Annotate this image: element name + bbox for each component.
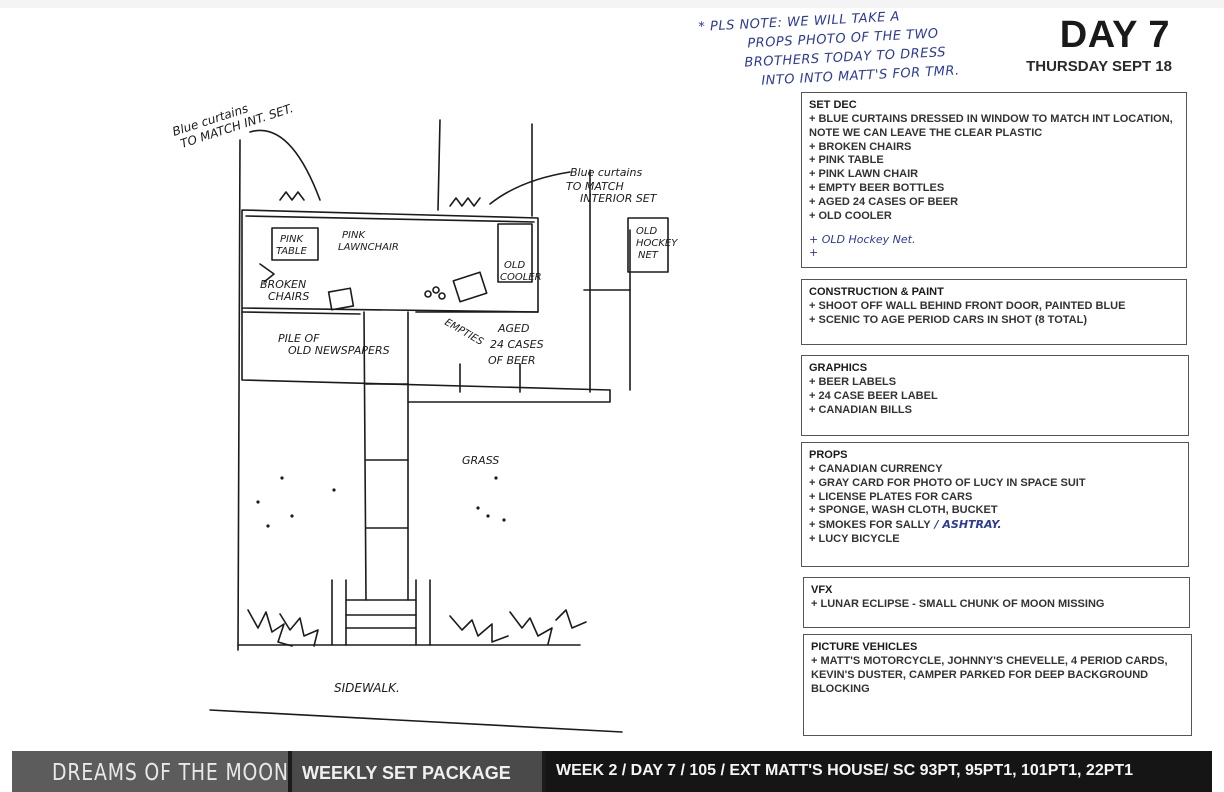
label-sidewalk: SIDEWALK.	[334, 681, 400, 695]
list-item: + LUNAR ECLIPSE - SMALL CHUNK OF MOON MI…	[811, 598, 1105, 610]
beer-cases-shape	[452, 271, 488, 303]
label-grass: GRASS	[462, 454, 499, 467]
list-item: + MATT'S MOTORCYCLE, JOHNNY'S CHEVELLE, …	[811, 655, 1168, 667]
list-item: + SPONGE, WASH CLOTH, BUCKET	[809, 504, 998, 517]
sidewalk-line	[209, 709, 623, 733]
footer-show-title: DREAMS OF THE MOON	[52, 760, 289, 786]
label-aged-cases-1: AGED	[497, 322, 529, 335]
label-old-cooler-2: COOLER	[500, 272, 542, 283]
day-title: DAY 7	[1059, 14, 1170, 56]
label-old-hockey-net-3: NET	[638, 250, 659, 261]
curtain-right	[449, 197, 481, 207]
day-date: THURSDAY SEPT 18	[1026, 58, 1172, 75]
list-item: + BLUE CURTAINS DRESSED IN WINDOW TO MAT…	[809, 113, 1173, 125]
section-picture-vehicles: PICTURE VEHICLES + MATT'S MOTORCYCLE, JO…	[803, 634, 1192, 736]
pink-table-shape	[271, 227, 319, 261]
section-props: PROPS + CANADIAN CURRENCY + GRAY CARD FO…	[801, 442, 1189, 567]
footer-show-title-block: DREAMS OF THE MOON	[12, 751, 288, 792]
porch-outline	[241, 307, 611, 391]
footer-bar: DREAMS OF THE MOON WEEKLY SET PACKAGE WE…	[12, 751, 1212, 792]
list-item: + PINK TABLE	[809, 154, 884, 167]
left-property-line	[237, 139, 241, 651]
curtain-left	[279, 191, 305, 201]
bush-right-2	[509, 611, 553, 645]
label-aged-cases-3: OF BEER	[488, 354, 536, 367]
list-item: + EMPTY BEER BOTTLES	[809, 181, 945, 194]
list-item: + LUCY BICYCLE	[809, 532, 900, 545]
walkway-left	[363, 311, 367, 601]
label-pink-lawnchair-1: PINK	[342, 230, 366, 241]
footer-scene-block: WEEK 2 / DAY 7 / 105 / EXT MATT'S HOUSE/…	[546, 751, 1212, 792]
grass-dots	[256, 476, 506, 528]
sketch-drawing: Blue curtains TO MATCH INT. SET. Blue cu…	[171, 101, 678, 733]
handwritten-item: +	[809, 246, 819, 260]
list-item: + SHOOT OFF WALL BEHIND FRONT DOOR, PAIN…	[809, 300, 1126, 312]
section-title: SET DEC	[809, 99, 857, 111]
list-item: NOTE WE CAN LEAVE THE CLEAR PLASTIC	[809, 126, 1043, 139]
label-blue-curtains-right-3: INTERIOR SET	[580, 192, 658, 205]
old-hockey-net-shape	[627, 217, 669, 273]
broken-chair-shape	[259, 263, 275, 283]
list-item: + CANADIAN CURRENCY	[809, 463, 943, 475]
page-top-edge	[0, 0, 1224, 8]
handwritten-ashtray: / ASHTRAY.	[934, 518, 1002, 532]
label-pink-table-1: PINK	[280, 234, 304, 245]
newspaper-pile-shape	[327, 287, 355, 311]
section-title: CONSTRUCTION & PAINT	[809, 286, 944, 298]
section-title: VFX	[811, 584, 833, 596]
label-old-hockey-net-1: OLD	[636, 226, 657, 237]
label-empties: EMPTIES	[443, 317, 486, 348]
section-vfx: VFX + LUNAR ECLIPSE - SMALL CHUNK OF MOO…	[803, 577, 1190, 628]
list-item: + BROKEN CHAIRS	[809, 140, 912, 153]
list-item: KEVIN'S DUSTER, CAMPER PARKED FOR DEEP B…	[811, 668, 1149, 681]
handwritten-note: * PLS NOTE: WE WILL TAKE A PROPS PHOTO O…	[698, 1, 1032, 94]
bush-right-1	[449, 615, 509, 643]
set-plan-sketch: Blue curtains TO MATCH INT. SET. Blue cu…	[160, 80, 690, 740]
list-item: + PINK LAWN CHAIR	[809, 168, 919, 181]
section-title: PICTURE VEHICLES	[811, 641, 918, 653]
footer-package-block: WEEKLY SET PACKAGE	[292, 751, 542, 792]
label-pink-lawnchair-2: LAWNCHAIR	[338, 242, 399, 253]
list-item: + LICENSE PLATES FOR CARS	[809, 490, 973, 503]
label-aged-cases-2: 24 CASES	[490, 338, 544, 351]
label-old-hockey-net-2: HOCKEY	[636, 238, 678, 249]
old-cooler-shape	[497, 223, 533, 283]
list-item: + SCENIC TO AGE PERIOD CARS IN SHOT (8 T…	[809, 313, 1087, 326]
label-pink-table-2: TABLE	[276, 246, 307, 257]
list-item: + GRAY CARD FOR PHOTO OF LUCY IN SPACE S…	[809, 476, 1086, 489]
label-blue-curtains-right-2: TO MATCH	[566, 180, 624, 193]
label-old-cooler-1: OLD	[504, 260, 525, 271]
section-construction-paint: CONSTRUCTION & PAINT + SHOOT OFF WALL BE…	[801, 279, 1187, 345]
bush-left-2	[279, 613, 319, 647]
list-item: BLOCKING	[811, 682, 870, 695]
list-item: + SMOKES FOR SALLY/ ASHTRAY.	[809, 518, 1181, 533]
section-graphics: GRAPHICS + BEER LABELS + 24 CASE BEER LA…	[801, 355, 1189, 436]
list-item: + OLD COOLER	[809, 209, 892, 222]
section-title: GRAPHICS	[809, 362, 868, 374]
list-item: + 24 CASE BEER LABEL	[809, 389, 938, 402]
label-pile-newspapers-1: PILE OF	[278, 332, 320, 345]
footer-scene-info: WEEK 2 / DAY 7 / 105 / EXT MATT'S HOUSE/…	[556, 762, 1134, 779]
label-broken-chairs-1: BROKEN	[260, 278, 306, 291]
list-item-text: + SMOKES FOR SALLY	[809, 519, 931, 532]
label-pile-newspapers-2: OLD NEWSPAPERS	[288, 344, 390, 357]
footer-package: WEEKLY SET PACKAGE	[302, 763, 511, 783]
handwritten-item: + OLD Hockey Net.	[809, 233, 916, 247]
list-item: + CANADIAN BILLS	[809, 403, 912, 416]
list-item: + BEER LABELS	[809, 376, 897, 388]
bush-right-3	[555, 609, 587, 629]
list-item: + AGED 24 CASES OF BEER	[809, 195, 959, 208]
label-broken-chairs-2: CHAIRS	[268, 290, 309, 303]
section-title: PROPS	[809, 449, 848, 461]
section-set-dec: SET DEC + BLUE CURTAINS DRESSED IN WINDO…	[801, 92, 1187, 268]
bush-left-1	[247, 609, 293, 647]
label-blue-curtains-right-1: Blue curtains	[570, 166, 642, 179]
